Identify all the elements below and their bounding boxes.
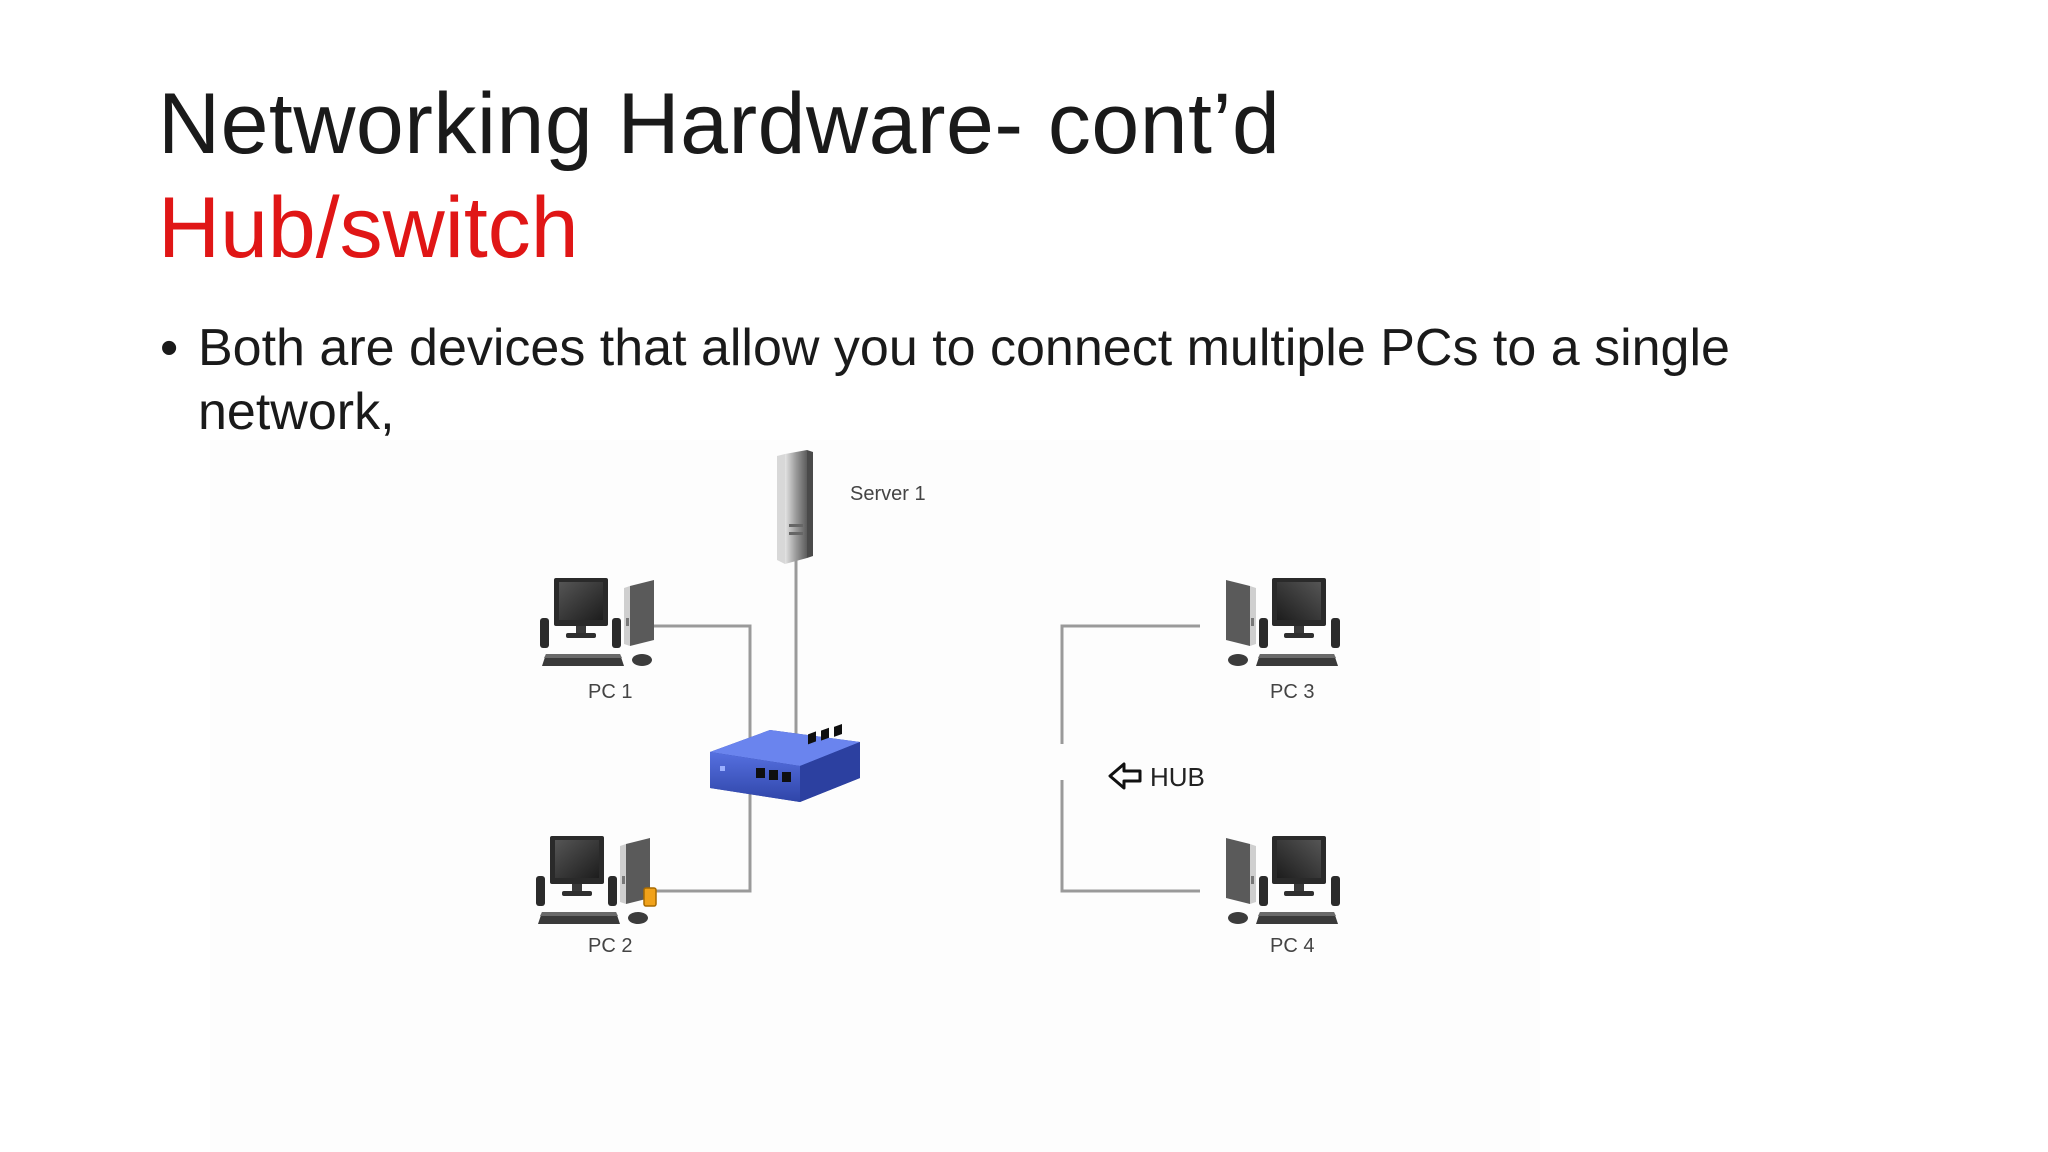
- hub-icon: [710, 723, 860, 802]
- pc3-label: PC 3: [1270, 681, 1314, 703]
- cables: [650, 560, 1200, 893]
- pc4-label: PC 4: [1270, 935, 1314, 957]
- bullet-dot-icon: •: [160, 319, 179, 377]
- cable-pc1: [650, 624, 752, 750]
- bullet-item: • Both are devices that allow you to con…: [160, 316, 1860, 444]
- arrow-left-icon: [1108, 762, 1142, 790]
- cable-pc3: [1060, 624, 1200, 744]
- cable-pc4: [1060, 780, 1200, 893]
- bullet-list: • Both are devices that allow you to con…: [160, 316, 1860, 444]
- pc2-label: PC 2: [588, 935, 632, 957]
- pc1-label: PC 1: [588, 681, 632, 703]
- bullet-text: Both are devices that allow you to conne…: [198, 319, 1730, 441]
- pc1-icon: [540, 578, 654, 666]
- network-diagram-area: Server 1 PC 1 PC 2 PC 3 PC 4: [210, 440, 1540, 1152]
- pc2-icon: [536, 836, 657, 924]
- hub-label: HUB: [1150, 762, 1205, 792]
- network-diagram: Server 1 PC 1 PC 2 PC 3 PC 4: [536, 450, 1340, 957]
- pc3-icon: [1226, 578, 1340, 666]
- server-icon: [777, 450, 813, 564]
- pc4-icon: [1226, 836, 1340, 924]
- slide-title: Networking Hardware- cont’d: [158, 76, 1281, 172]
- cable-pc2: [650, 786, 752, 893]
- slide-subtitle: Hub/switch: [158, 180, 579, 276]
- title-block: Networking Hardware- cont’d Hub/switch: [158, 72, 1280, 280]
- server-label: Server 1: [850, 483, 926, 505]
